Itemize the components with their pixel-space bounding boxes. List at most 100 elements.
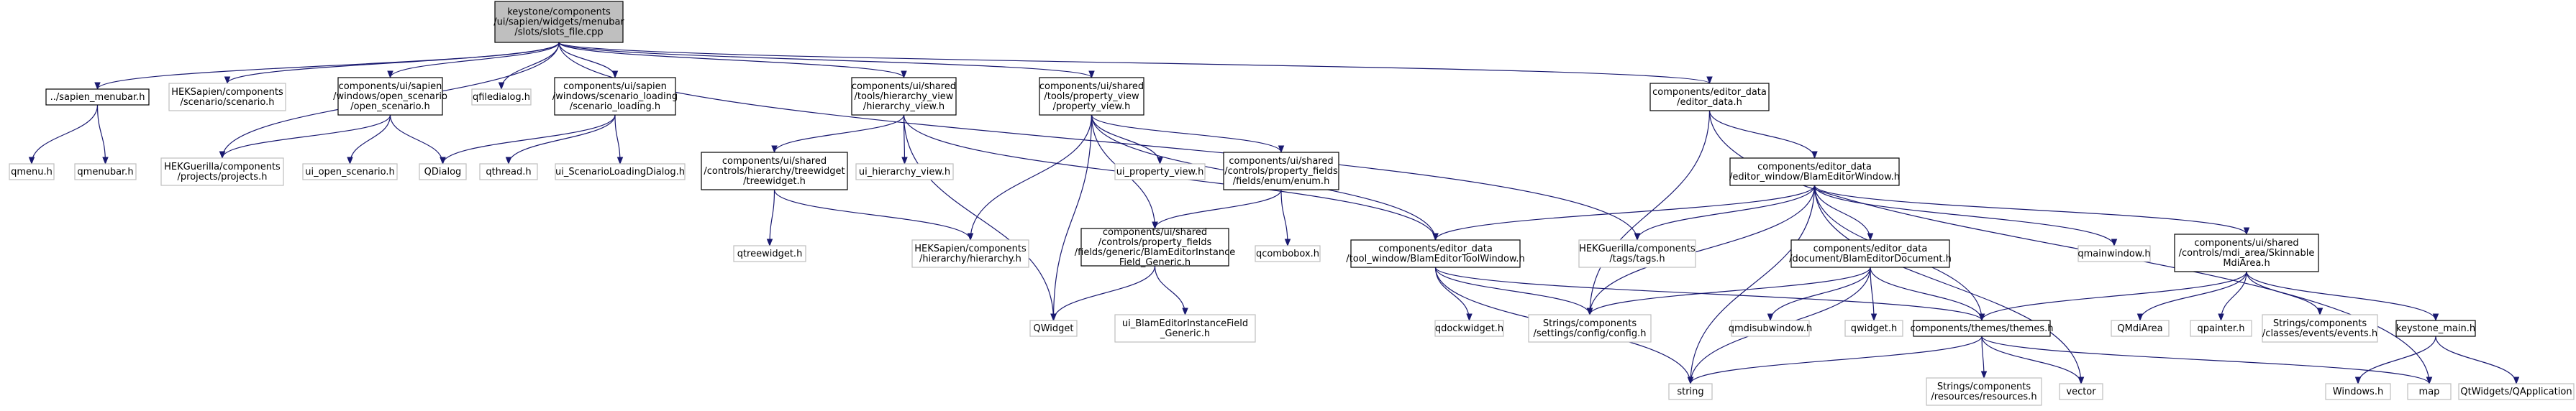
node-string[interactable]: string bbox=[1668, 383, 1713, 400]
node-skinnable-mdi[interactable]: components/ui/shared/controls/mdi_area/S… bbox=[2174, 234, 2319, 272]
node-blam-editor-window[interactable]: components/editor_data/editor_window/Bla… bbox=[1729, 157, 1900, 186]
node-open-scenario[interactable]: components/ui/sapien/windows/open_scenar… bbox=[333, 77, 447, 116]
node-box bbox=[1255, 245, 1321, 262]
edge-blam-editor-window-to-string bbox=[1687, 185, 1816, 385]
node-box bbox=[419, 163, 467, 180]
node-ui-property-view[interactable]: ui_property_view.h bbox=[1114, 163, 1206, 180]
node-label-line: HEKGuerilla/components bbox=[1579, 244, 1696, 254]
edge-hierarchy-view-to-treewidget bbox=[771, 114, 905, 154]
edge-keystone-main-to-windows-h bbox=[2354, 336, 2436, 385]
node-qmdisubwindow[interactable]: qmdisubwindow.h bbox=[1729, 320, 1813, 337]
node-qcombobox[interactable]: qcombobox.h bbox=[1255, 245, 1321, 262]
node-blam-instance-field[interactable]: components/ui/shared/controls/property_f… bbox=[1075, 227, 1235, 268]
node-box bbox=[1114, 163, 1206, 180]
node-label-line: qtreewidget.h bbox=[737, 249, 803, 259]
node-scenario-loading[interactable]: components/ui/sapien/windows/scenario_lo… bbox=[552, 77, 678, 116]
node-qmenu[interactable]: qmenu.h bbox=[9, 163, 55, 180]
node-qpainter[interactable]: qpainter.h bbox=[2190, 320, 2252, 337]
node-label-line: /fields/generic/BlamEditorInstance bbox=[1075, 247, 1235, 258]
node-label-line: ui_property_view.h bbox=[1116, 167, 1204, 177]
node-qdockwidget[interactable]: qdockwidget.h bbox=[1434, 320, 1504, 337]
edge-open-scenario-to-ui-open-scenario bbox=[347, 114, 391, 165]
node-ui-hierarchy-view[interactable]: ui_hierarchy_view.h bbox=[855, 163, 954, 180]
edge-property-view-to-ui-property-view bbox=[1091, 114, 1163, 165]
node-ui-blam-instance[interactable]: ui_BlamEditorInstanceField_Generic.h bbox=[1114, 314, 1256, 343]
node-events-h[interactable]: Strings/components/classes/events/events… bbox=[2262, 314, 2378, 343]
node-label-line: components/editor_data bbox=[1757, 162, 1872, 172]
node-hierarchy-view[interactable]: components/ui/shared/tools/hierarchy_vie… bbox=[851, 77, 957, 116]
edge-enum-h-to-qcombobox bbox=[1280, 189, 1291, 247]
node-property-view[interactable]: components/ui/shared/tools/property_view… bbox=[1039, 77, 1144, 116]
edge-skinnable-mdi-to-qpainter bbox=[2218, 271, 2247, 322]
node-label-line: components/editor_data bbox=[1378, 244, 1493, 254]
node-config-h[interactable]: Strings/components/settings/config/confi… bbox=[1528, 314, 1652, 343]
node-box bbox=[2077, 245, 2151, 262]
node-tags-h[interactable]: HEKGuerilla/components/tags/tags.h bbox=[1578, 239, 1696, 268]
edge-editor-data-to-blam-editor-window bbox=[1708, 110, 1818, 160]
node-box bbox=[911, 239, 1029, 268]
node-tool-window[interactable]: components/editor_data/tool_window/BlamE… bbox=[1346, 239, 1525, 268]
edge-root-to-scenario-h bbox=[224, 42, 560, 85]
node-vector[interactable]: vector bbox=[2059, 383, 2103, 400]
node-label-line: components/ui/shared bbox=[722, 156, 827, 167]
node-ui-scenarioloading[interactable]: ui_ScenarioLoadingDialog.h bbox=[555, 163, 686, 180]
node-label-line: /tags/tags.h bbox=[1609, 254, 1665, 264]
node-label-line: QDialog bbox=[424, 167, 462, 177]
edge-skinnable-mdi-to-qmdiarea bbox=[2136, 271, 2247, 322]
node-hierarchy-h[interactable]: HEKSapien/components/hierarchy/hierarchy… bbox=[911, 239, 1029, 268]
node-ui-open-scenario[interactable]: ui_open_scenario.h bbox=[302, 163, 398, 180]
node-qmdiarea[interactable]: QMdiArea bbox=[2111, 320, 2170, 337]
node-label-line: qthread.h bbox=[486, 167, 531, 177]
node-label-line: MdiArea.h bbox=[2223, 258, 2270, 269]
edge-blam-instance-field-to-ui-blam-instance bbox=[1154, 265, 1188, 316]
node-qwidget-cap[interactable]: QWidget bbox=[1029, 320, 1078, 337]
node-box bbox=[302, 163, 398, 180]
node-windows-h[interactable]: Windows.h bbox=[2325, 383, 2391, 400]
node-box bbox=[2458, 383, 2575, 400]
edge-property-view-to-enum-h bbox=[1091, 114, 1285, 154]
node-box bbox=[855, 163, 954, 180]
edge-blam-editor-window-to-config-h bbox=[1586, 185, 1816, 316]
node-projects[interactable]: HEKGuerilla/components/projects/projects… bbox=[160, 157, 284, 186]
edge-root-to-editor-data bbox=[558, 42, 1713, 85]
edge-editor-data-to-config-h bbox=[1586, 110, 1711, 316]
edge-blam-editor-window-to-tags-h bbox=[1634, 185, 1816, 241]
node-label-line: qmenubar.h bbox=[77, 167, 133, 177]
node-treewidget[interactable]: components/ui/shared/controls/hierarchy/… bbox=[701, 152, 848, 190]
node-box bbox=[1844, 320, 1903, 337]
node-scenario-h[interactable]: HEKSapien/components/scenario/scenario.h bbox=[168, 83, 286, 111]
edge-property-view-to-hierarchy-h bbox=[967, 114, 1093, 241]
node-qtreewidget[interactable]: qtreewidget.h bbox=[733, 245, 806, 262]
node-enum-h[interactable]: components/ui/shared/controls/property_f… bbox=[1223, 152, 1339, 190]
node-resources-h[interactable]: Strings/components/resources/resources.h bbox=[1926, 377, 2042, 406]
node-box bbox=[160, 157, 284, 186]
edge-keystone-main-to-qtwidgets-qapp bbox=[2435, 336, 2520, 385]
node-map[interactable]: map bbox=[2407, 383, 2452, 400]
node-editor-data[interactable]: components/editor_data/editor_data.h bbox=[1649, 83, 1770, 111]
node-themes-h[interactable]: components/themes/themes.h bbox=[1911, 320, 2054, 337]
node-keystone-main[interactable]: keystone_main.h bbox=[2395, 320, 2476, 337]
node-qmainwindow[interactable]: qmainwindow.h bbox=[2077, 245, 2151, 262]
edge-blam-editor-document-to-themes-h bbox=[1870, 267, 1985, 322]
node-qwidget-h[interactable]: qwidget.h bbox=[1844, 320, 1903, 337]
node-qtwidgets-qapp[interactable]: QtWidgets/QApplication bbox=[2458, 383, 2575, 400]
nodes-layer: keystone/components/ui/sapien/widgets/me… bbox=[9, 1, 2575, 406]
node-blam-editor-document[interactable]: components/editor_data/document/BlamEdit… bbox=[1789, 239, 1952, 268]
node-label-line: /controls/hierarchy/treewidget bbox=[704, 166, 845, 177]
node-sapien-menubar[interactable]: ../sapien_menubar.h bbox=[45, 88, 150, 106]
node-label-line: qfiledialog.h bbox=[473, 92, 530, 103]
node-box bbox=[1913, 320, 2051, 337]
node-qmenubar[interactable]: qmenubar.h bbox=[74, 163, 137, 180]
node-box bbox=[1790, 239, 1950, 268]
node-root[interactable]: keystone/components/ui/sapien/widgets/me… bbox=[493, 1, 624, 43]
node-label-line: _Generic.h bbox=[1160, 328, 1210, 339]
node-qdialog[interactable]: QDialog bbox=[419, 163, 467, 180]
node-qfiledialog[interactable]: qfiledialog.h bbox=[471, 88, 532, 106]
node-box bbox=[851, 77, 957, 116]
edges-layer bbox=[28, 42, 2520, 385]
node-label-line: /controls/property_fields bbox=[1098, 237, 1212, 248]
node-label-line: components/ui/sapien bbox=[339, 81, 442, 92]
node-qthread[interactable]: qthread.h bbox=[479, 163, 538, 180]
node-label-line: /tools/hierarchy_view bbox=[855, 91, 954, 102]
